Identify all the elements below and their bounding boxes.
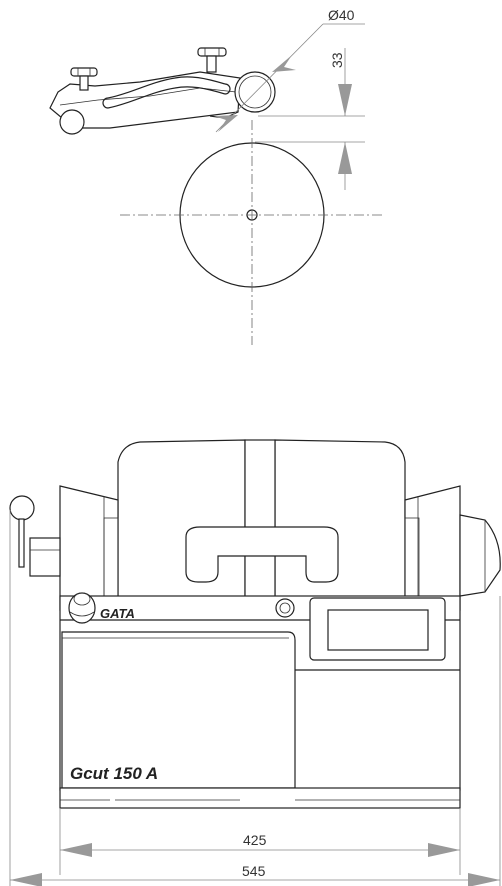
clamp-detail-view	[49, 47, 276, 135]
depth-dimension: 33	[255, 48, 365, 190]
diameter-dimension: Ø40	[214, 7, 365, 133]
knob-left	[70, 67, 98, 91]
base-width-label: 425	[243, 832, 267, 848]
knob-right	[197, 47, 227, 73]
disc-view	[120, 120, 385, 345]
machine-front-view: GATA Gcut 150 A	[9, 439, 501, 809]
side-lever	[9, 495, 61, 577]
brand-label: GATA	[100, 606, 135, 621]
emergency-stop	[68, 592, 96, 624]
diameter-label: Ø40	[328, 7, 355, 23]
base-width-dimension: 425	[59, 808, 461, 875]
depth-label: 33	[329, 52, 345, 68]
overall-width-label: 545	[242, 863, 266, 879]
power-button	[275, 598, 295, 618]
overall-width-dimension: 545	[9, 510, 501, 886]
model-label: Gcut 150 A	[70, 764, 158, 783]
